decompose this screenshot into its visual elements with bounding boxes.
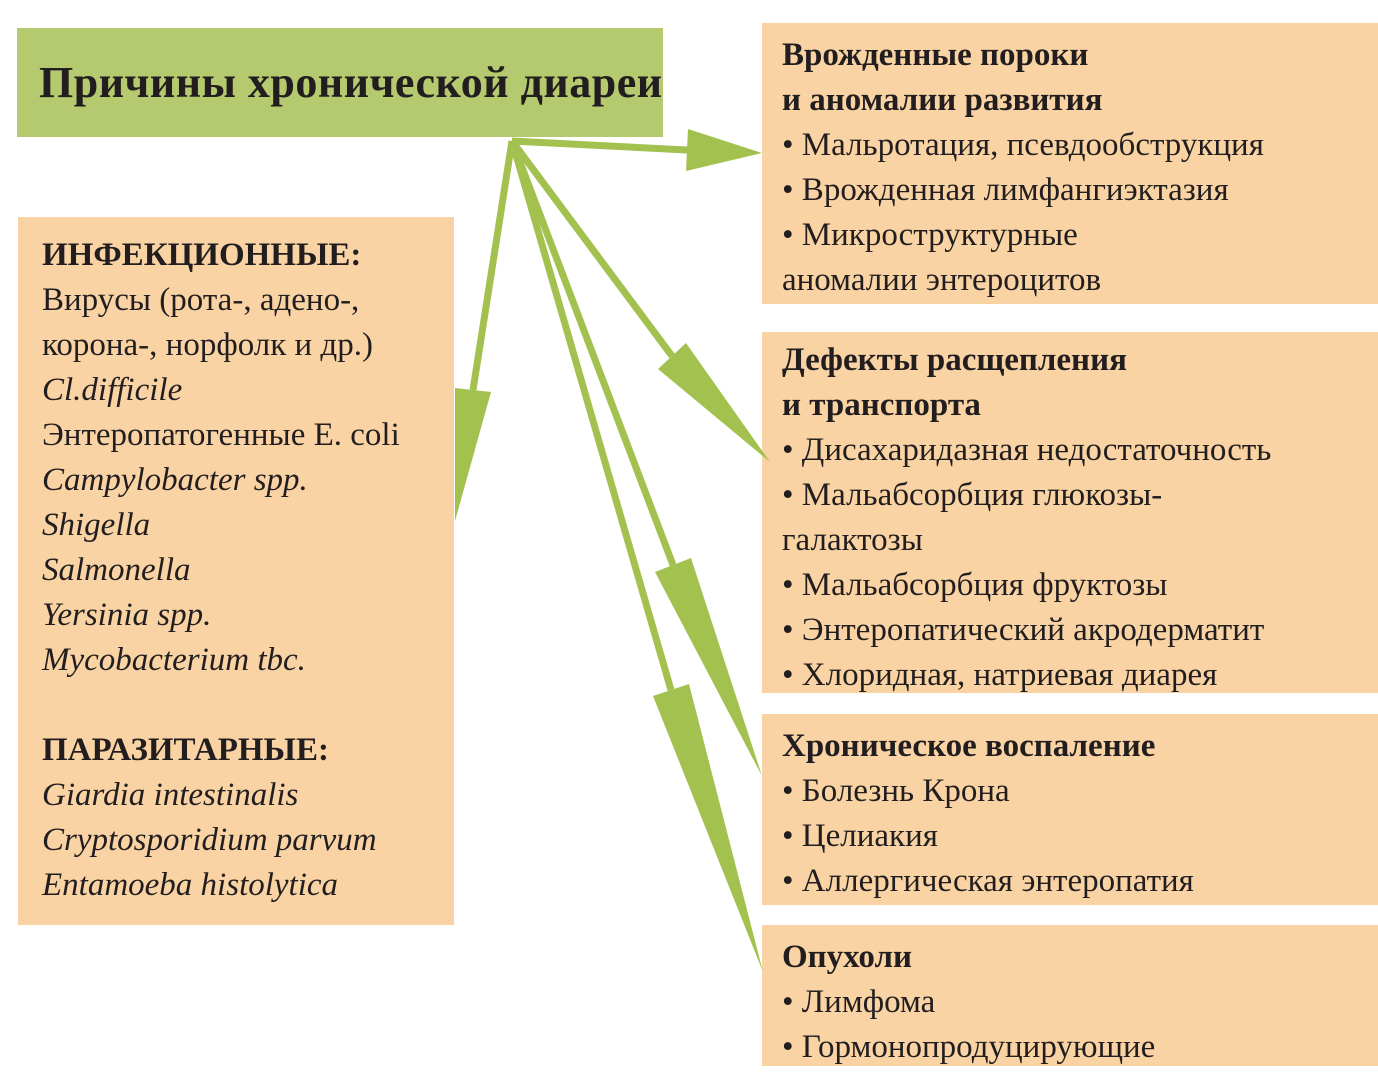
arrow-to-digestion-defects-box: [509, 138, 770, 462]
spacer-line: [42, 683, 454, 728]
section-heading: Хроническое воспаление: [782, 728, 1156, 764]
text-line: Mycobacterium tbc.: [42, 642, 306, 678]
arrow-to-tumors-box: [508, 140, 763, 972]
bullet-line: • Лимфома: [782, 984, 936, 1020]
text-line: Shigella: [42, 507, 151, 543]
section-heading: ИНФЕКЦИОННЫЕ:: [42, 237, 362, 273]
text-line: Cryptosporidium parvum: [42, 822, 377, 858]
bullet-line: • Врожденная лимфангиэктазия: [782, 172, 1229, 208]
title-box: Причины хронической диареи: [17, 28, 663, 137]
tumors-box: Опухоли • Лимфома • Гормонопродуцирующие: [762, 925, 1378, 1066]
section-heading: и аномалии развития: [782, 82, 1103, 118]
text-line: корона-, норфолк и др.): [42, 327, 373, 363]
text-line: Giardia intestinalis: [42, 777, 299, 813]
section-heading: Дефекты расщепления: [782, 342, 1127, 378]
infectious-parasitic-box: ИНФЕКЦИОННЫЕ: Вирусы (рота-, адено-, кор…: [18, 217, 454, 925]
bullet-line: • Аллергическая энтеропатия: [782, 863, 1194, 899]
bullet-line: • Мальабсорбция глюкозы-: [782, 477, 1163, 513]
text-line: Salmonella: [42, 552, 191, 588]
bullet-line: • Хлоридная, натриевая диарея: [782, 657, 1218, 693]
text-line: Cl.difficile: [42, 372, 183, 408]
text-line: аномалии энтероцитов: [782, 262, 1102, 298]
bullet-line: • Мальабсорбция фруктозы: [782, 567, 1168, 603]
bullet-line: • Мальротация, псевдообструкция: [782, 127, 1264, 163]
chronic-inflammation-box: Хроническое воспаление • Болезнь Крона •…: [762, 714, 1378, 905]
congenital-malformations-box: Врожденные пороки и аномалии развития • …: [762, 23, 1378, 304]
text-line: Энтеропатогенные E. coli: [42, 417, 400, 453]
section-heading: и транспорта: [782, 387, 981, 423]
text-line: Yersinia spp.: [42, 597, 212, 633]
bullet-line: • Микроструктурные: [782, 217, 1078, 253]
bullet-line: • Дисахаридазная недостаточность: [782, 432, 1272, 468]
text-line: Campylobacter spp.: [42, 462, 308, 498]
section-heading: Опухоли: [782, 939, 913, 975]
bullet-line: • Болезнь Крона: [782, 773, 1010, 809]
text-line: Вирусы (рота-, адено-,: [42, 282, 360, 318]
bullet-line: • Гормонопродуцирующие: [782, 1029, 1156, 1065]
bullet-line: • Целиакия: [782, 818, 938, 854]
diagram-title: Причины хронической диареи: [39, 58, 663, 107]
section-heading: ПАРАЗИТАРНЫЕ:: [42, 732, 329, 768]
bullet-line: • Энтеропатический акродерматит: [782, 612, 1265, 648]
text-line: Entamoeba histolytica: [42, 867, 339, 903]
section-heading: Врожденные пороки: [782, 37, 1089, 73]
digestion-transport-defects-box: Дефекты расщепления и транспорта • Дисах…: [762, 332, 1378, 693]
text-line: галактозы: [782, 522, 923, 558]
arrow-to-infectious-box: [455, 140, 516, 521]
arrow-to-inflammation-box: [508, 139, 762, 776]
